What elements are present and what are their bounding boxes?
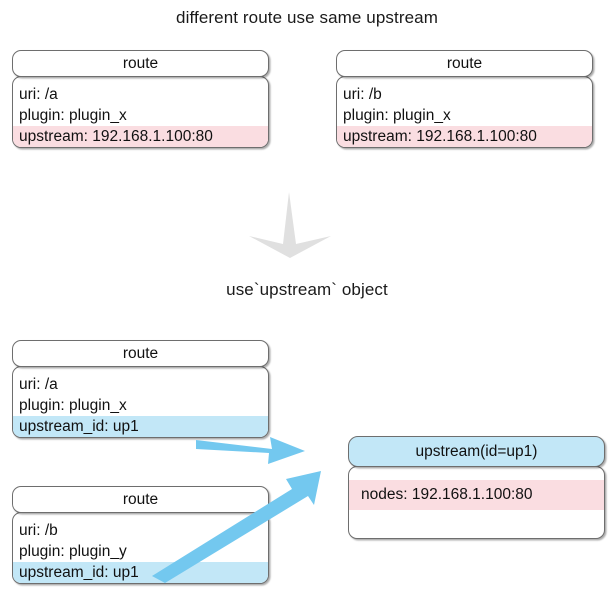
transition-down-arrow [249, 192, 331, 258]
top-section-title: different route use same upstream [176, 8, 438, 27]
route-box-top-b-row-uri: uri: /b [343, 86, 382, 103]
route-box-top-a-row-plugin: plugin: plugin_x [19, 107, 127, 124]
route-box-top-b-header: route [336, 50, 593, 77]
upstream-object-row-nodes: nodes: 192.168.1.100:80 [349, 480, 604, 510]
route-box-bottom-b-row-upstream-id: upstream_id: up1 [13, 562, 268, 583]
route-box-top-a-row-uri: uri: /a [19, 86, 58, 103]
route-box-bottom-b-row-uri: uri: /b [19, 522, 58, 539]
route-box-bottom-a-row-upstream-id: upstream_id: up1 [13, 416, 268, 437]
upstream-object-header: upstream(id=up1) [348, 436, 605, 467]
route-box-bottom-b-row-plugin: plugin: plugin_y [19, 543, 127, 560]
route-box-bottom-b-body: uri: /b plugin: plugin_y upstream_id: up… [12, 512, 269, 584]
route-box-bottom-a-header: route [12, 340, 269, 367]
upstream-object-body: nodes: 192.168.1.100:80 [348, 466, 605, 539]
route-box-bottom-a-body: uri: /a plugin: plugin_x upstream_id: up… [12, 366, 269, 438]
route-box-bottom-b-header: route [12, 486, 269, 513]
route-box-top-b-row-upstream: upstream: 192.168.1.100:80 [337, 126, 592, 147]
route-box-top-b-body: uri: /b plugin: plugin_x upstream: 192.1… [336, 76, 593, 148]
route-box-bottom-a-row-plugin: plugin: plugin_x [19, 397, 127, 414]
route-box-top-a-row-upstream: upstream: 192.168.1.100:80 [13, 126, 268, 147]
connector-arrow-route-a [196, 437, 305, 464]
route-box-bottom-a-row-uri: uri: /a [19, 376, 58, 393]
middle-section-title: use`upstream` object [226, 280, 388, 299]
route-box-top-a-body: uri: /a plugin: plugin_x upstream: 192.1… [12, 76, 269, 148]
route-box-top-b-row-plugin: plugin: plugin_x [343, 107, 451, 124]
route-box-top-a-header: route [12, 50, 269, 77]
